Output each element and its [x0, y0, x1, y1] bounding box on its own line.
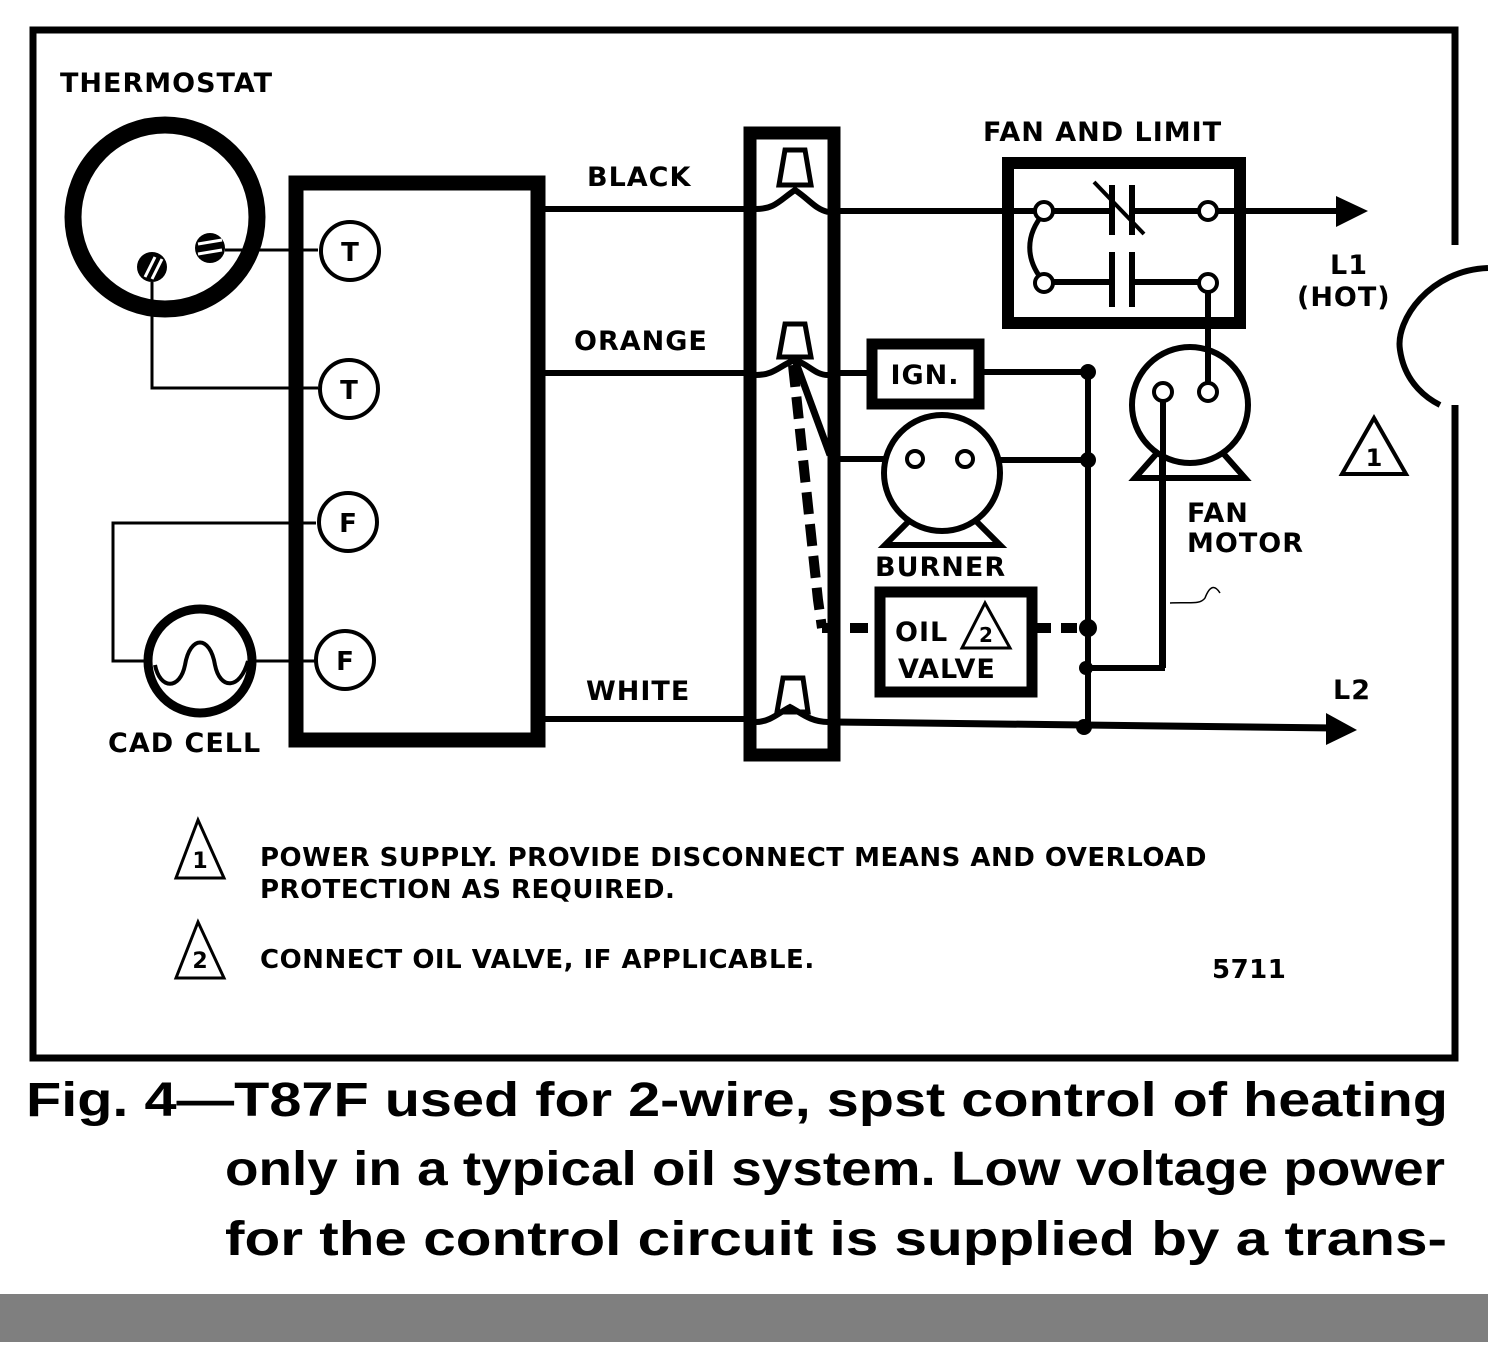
caption-line-2: only in a typical oil system. Low voltag…: [225, 1143, 1445, 1196]
note-1-line-2: PROTECTION AS REQUIRED.: [260, 875, 675, 905]
motor-label: MOTOR: [1187, 528, 1304, 559]
l2-label: L2: [1333, 675, 1371, 706]
svg-text:F: F: [339, 509, 357, 539]
svg-text:T: T: [341, 238, 359, 268]
burner-motor-symbol: [877, 412, 1008, 548]
ignition-box: [866, 338, 985, 410]
frame-break-curve: [1396, 265, 1488, 408]
svg-text:F: F: [336, 647, 354, 677]
note-2-line-1: CONNECT OIL VALVE, IF APPLICABLE.: [260, 945, 815, 975]
wire-nut-white: [755, 675, 829, 725]
oil-label: OIL: [895, 617, 948, 648]
terminal-t1: T: [319, 220, 381, 282]
fan-and-limit-box: [1002, 157, 1246, 329]
thermostat-symbol: [64, 116, 266, 318]
fan-limit-switch-contacts: [1027, 180, 1340, 307]
orange-wire-label: ORANGE: [574, 326, 708, 357]
footer-bar: [0, 1294, 1488, 1342]
caption-line-1: Fig. 4—T87F used for 2-wire, spst contro…: [26, 1074, 1448, 1127]
note-2: 2 CONNECT OIL VALVE, IF APPLICABLE.: [173, 918, 815, 980]
wire-nut-strip: [743, 126, 841, 762]
diagram-frame: [29, 26, 1459, 1062]
terminal-t2: T: [318, 358, 380, 420]
ignition-label: IGN.: [890, 360, 959, 391]
control-box: [288, 175, 546, 748]
svg-text:1: 1: [192, 849, 207, 874]
power-supply-note-marker: 1: [1338, 413, 1410, 476]
wire-nut-black: [755, 147, 829, 215]
cad-cell-label: CAD CELL: [108, 728, 261, 759]
terminal-f2: F: [314, 629, 376, 691]
valve-label: VALVE: [898, 654, 996, 685]
white-wire-label: WHITE: [586, 676, 690, 707]
black-wire-label: BLACK: [587, 162, 691, 193]
oil-valve-dashed-wire: [788, 364, 827, 629]
fan-label: FAN: [1187, 498, 1249, 529]
l1-hot-label: (HOT): [1297, 282, 1391, 313]
svg-text:2: 2: [979, 623, 993, 647]
fan-and-limit-label: FAN AND LIMIT: [983, 117, 1222, 148]
drawing-number: 5711: [1212, 955, 1286, 985]
burner-label: BURNER: [875, 552, 1006, 583]
cad-cell-symbol: [143, 604, 257, 718]
l1-arrow: [1336, 196, 1368, 227]
svg-text:T: T: [340, 376, 358, 406]
note-1-line-1: POWER SUPPLY. PROVIDE DISCONNECT MEANS A…: [260, 843, 1207, 873]
terminal-f1: F: [317, 491, 379, 553]
note-1: 1 POWER SUPPLY. PROVIDE DISCONNECT MEANS…: [173, 816, 1207, 905]
thermostat-label: THERMOSTAT: [60, 68, 273, 99]
fan-motor-symbol: [1128, 330, 1252, 481]
caption-line-3: for the control circuit is supplied by a…: [225, 1213, 1447, 1266]
svg-text:1: 1: [1366, 444, 1383, 472]
oil-valve-note-marker: 2: [959, 599, 1013, 650]
l1-label: L1: [1330, 250, 1368, 281]
svg-text:2: 2: [192, 949, 207, 974]
l2-arrow: [1326, 713, 1357, 745]
